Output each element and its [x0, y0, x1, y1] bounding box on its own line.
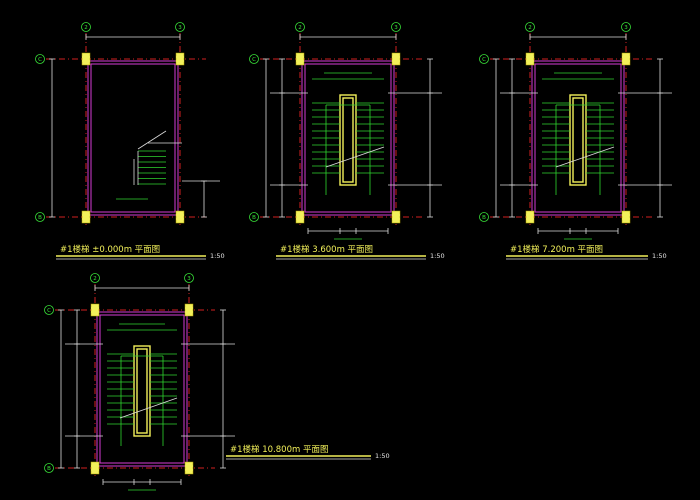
plan-3: 2 3C B #1楼梯 7.200m 平面图 1:50 — [479, 22, 672, 260]
stair-wall-inner — [90, 63, 176, 213]
grid-bubble-left-label: C — [482, 57, 486, 63]
grid-bubble-left-label: C — [47, 308, 51, 314]
plan-scale: 1:50 — [210, 252, 225, 260]
column — [525, 52, 535, 66]
grid-bubble-left — [479, 54, 489, 64]
grid-bubble-left — [249, 212, 259, 222]
grid-bubble-left — [44, 305, 54, 315]
grid-bubble-top-label: 2 — [528, 25, 532, 31]
break-line — [325, 146, 385, 168]
column — [90, 461, 100, 475]
grid-bubble-left — [249, 54, 259, 64]
stair-well — [133, 345, 151, 437]
plan-title: #1楼梯 10.800m 平面图 — [230, 444, 328, 455]
grid-bubble-left — [35, 54, 45, 64]
stair-wall — [531, 60, 625, 216]
grid-bubble-left-label: B — [482, 215, 486, 221]
stair-well-inner — [572, 97, 584, 183]
grid-bubble-left — [44, 463, 54, 473]
grid-bubble-top — [525, 22, 535, 32]
stair-wall-inner — [304, 63, 392, 213]
grid-bubble-top-label: 2 — [84, 25, 88, 31]
grid-bubble-top — [175, 22, 185, 32]
grid-bubble-top-label: 2 — [93, 276, 97, 282]
stair-wall — [87, 60, 179, 216]
column — [525, 210, 535, 224]
column — [184, 303, 194, 317]
column — [81, 52, 91, 66]
grid-bubble-top-label: 3 — [394, 25, 398, 31]
grid-bubble-left — [479, 212, 489, 222]
grid-bubble-left-label: B — [47, 466, 51, 472]
plan-1: 2 3C B #1楼梯 ±0.000m 平面图 1:50 — [35, 22, 225, 260]
plan-2: 2 3C B #1楼梯 3.600m 平面图 1:50 — [249, 22, 445, 260]
plan-scale: 1:50 — [430, 252, 445, 260]
grid-bubble-top — [621, 22, 631, 32]
column — [184, 461, 194, 475]
column — [295, 210, 305, 224]
column — [621, 210, 631, 224]
grid-bubble-top — [295, 22, 305, 32]
grid-bubble-left-label: C — [252, 57, 256, 63]
plan-title: #1楼梯 7.200m 平面图 — [510, 244, 603, 255]
plan-title: #1楼梯 3.600m 平面图 — [280, 244, 373, 255]
grid-bubble-left — [35, 212, 45, 222]
break-line — [119, 397, 178, 419]
stair-wall-inner — [99, 314, 185, 464]
stair-well — [569, 94, 587, 186]
grid-bubble-left-label: B — [252, 215, 256, 221]
grid-bubble-top — [90, 273, 100, 283]
column — [175, 52, 185, 66]
stair-well-inner — [136, 348, 148, 434]
grid-bubble-top — [184, 273, 194, 283]
column — [391, 210, 401, 224]
plan-4: 2 3C B #1楼梯 10.800m 平面图 1:50 — [44, 273, 390, 491]
grid-bubble-top — [391, 22, 401, 32]
stair-well — [339, 94, 357, 186]
column — [391, 52, 401, 66]
grid-bubble-top-label: 3 — [624, 25, 628, 31]
plan-title: #1楼梯 ±0.000m 平面图 — [60, 244, 160, 255]
column — [81, 210, 91, 224]
column — [621, 52, 631, 66]
plan-scale: 1:50 — [375, 452, 390, 460]
column — [295, 52, 305, 66]
grid-bubble-top — [81, 22, 91, 32]
grid-bubble-left-label: B — [38, 215, 42, 221]
column — [175, 210, 185, 224]
plan-scale: 1:50 — [652, 252, 667, 260]
column — [90, 303, 100, 317]
stair-well-inner — [342, 97, 354, 183]
break-line — [555, 146, 615, 168]
break-line — [137, 130, 167, 150]
grid-bubble-top-label: 3 — [178, 25, 182, 31]
stair-wall-inner — [534, 63, 622, 213]
grid-bubble-left-label: C — [38, 57, 42, 63]
grid-bubble-top-label: 2 — [298, 25, 302, 31]
stair-wall — [301, 60, 395, 216]
grid-bubble-top-label: 3 — [187, 276, 191, 282]
stair-wall — [96, 311, 188, 467]
